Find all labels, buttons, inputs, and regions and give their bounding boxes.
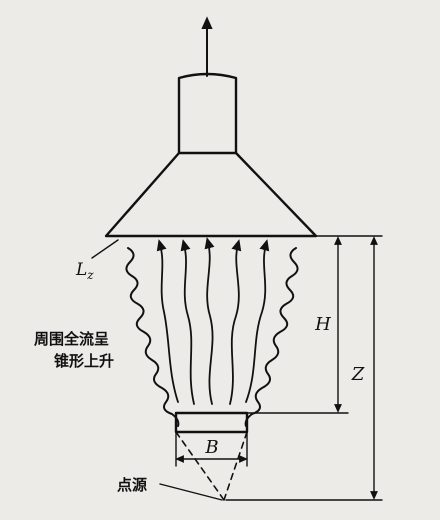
b-label: B	[204, 437, 218, 458]
plume-boundary-left	[125, 247, 180, 427]
cone-line-left	[175, 431, 225, 501]
flow-arrow-4-icon	[229, 239, 242, 405]
z-label: Z	[351, 364, 365, 385]
plume-boundary-right	[244, 247, 299, 427]
point-source-label: 点源	[117, 476, 147, 494]
plume-annotation-line2: 锥形上升	[54, 352, 114, 370]
flow-arrow-2-icon	[180, 239, 195, 405]
hood	[104, 151, 318, 238]
lz-label: Lz	[75, 260, 94, 282]
flow-arrow-1-icon	[156, 239, 179, 403]
lz-leader-line	[91, 239, 119, 259]
flow-arrow-5-icon	[245, 239, 270, 403]
exhaust-pipe	[177, 72, 238, 155]
h-label: H	[314, 314, 331, 335]
cone-line-right	[223, 431, 248, 501]
plume-annotation-line1: 周围全流呈	[34, 330, 109, 348]
source-plate	[174, 411, 249, 434]
flow-arrow-3-icon	[204, 237, 215, 405]
point-source-leader	[159, 483, 223, 501]
